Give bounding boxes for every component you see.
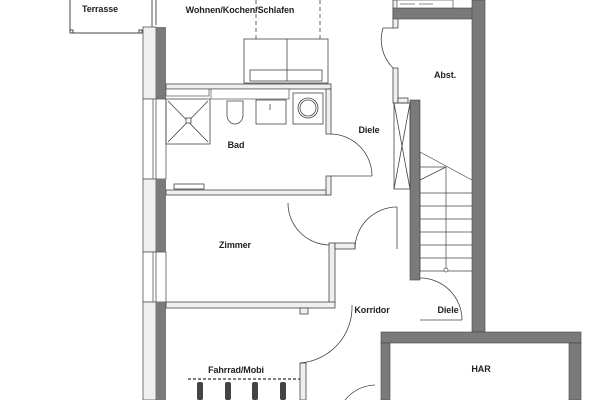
room-label-abst: Abst. (433, 70, 457, 80)
structural-walls (380, 0, 582, 400)
kitchen-counter (165, 88, 290, 100)
west-wall (142, 0, 167, 400)
bike-rack (188, 378, 300, 400)
room-label-fahrrad-mobi: Fahrrad/Mobi (208, 365, 264, 375)
room-label-zimmer: Zimmer (219, 240, 251, 250)
room-label-har: HAR (471, 364, 491, 374)
room-label-bad: Bad (227, 140, 245, 150)
room-label-terrasse: Terrasse (81, 4, 119, 14)
doors (287, 27, 463, 400)
wardrobe (393, 102, 411, 190)
room-label-diele-upper: Diele (358, 125, 380, 135)
room-label-wohnen-kochen-schlafen: Wohnen/Kochen/Schlafen (185, 5, 295, 15)
terrace-outline (69, 0, 143, 34)
interior-walls (165, 0, 409, 400)
room-label-korridor: Korridor (354, 305, 390, 315)
sofa-bed (243, 0, 329, 84)
abst-cabinet (396, 0, 454, 9)
room-label-diele-lower: Diele (437, 305, 459, 315)
bathroom-fixtures (165, 92, 324, 190)
staircase (419, 151, 473, 273)
